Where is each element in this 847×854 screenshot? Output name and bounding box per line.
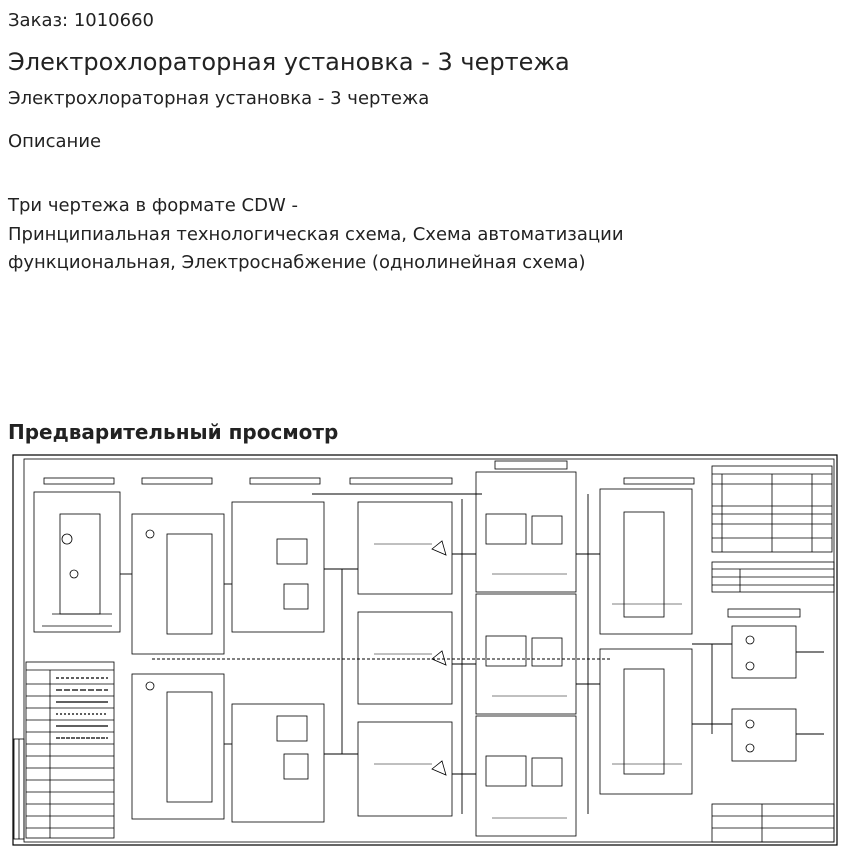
product-title: Электрохлораторная установка - 3 чертежа [8,48,570,76]
order-number: Заказ: 1010660 [8,10,154,31]
description-text: Три чертежа в формате CDW - Принципиальн… [8,195,624,273]
description-heading: Описание [8,131,102,152]
preview-heading: Предварительный просмотр [8,420,339,444]
preview-image[interactable] [12,454,838,846]
drawing-preview-svg [12,454,838,846]
product-subtitle: Электрохлораторная установка - 3 чертежа [8,88,430,109]
